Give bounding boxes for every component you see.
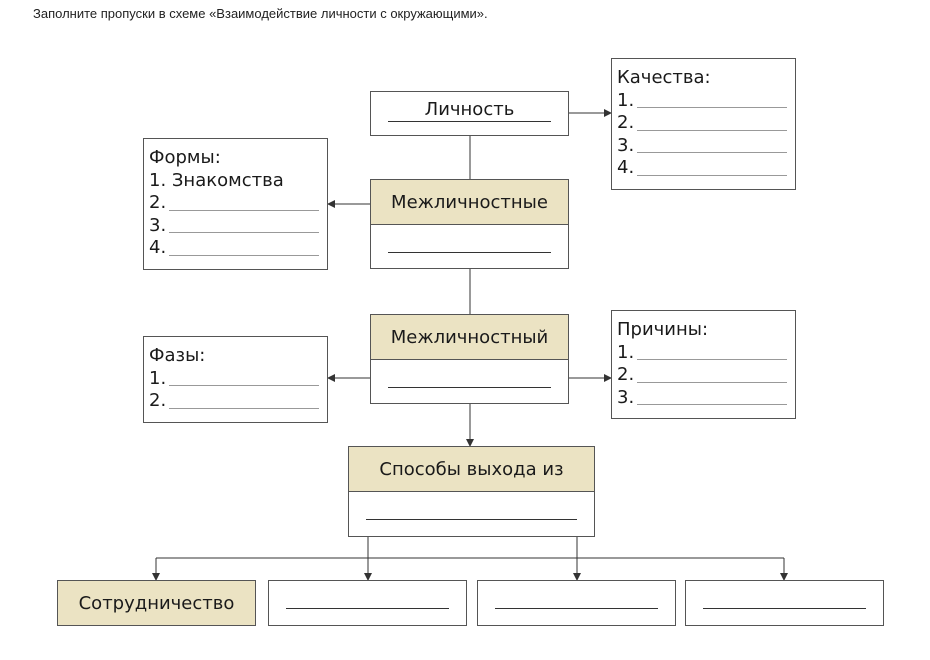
cooperation-box: Сотрудничество <box>57 580 256 626</box>
qualities-title: Качества: <box>617 67 711 88</box>
forms-first-item: 1. Знакомства <box>149 169 284 191</box>
blank-box-2 <box>268 580 467 626</box>
forms-item: 3. <box>149 215 323 238</box>
phases-item: 1. <box>149 368 323 391</box>
task-instruction: Заполните пропуски в схеме «Взаимодейств… <box>33 6 488 21</box>
forms-title: Формы: <box>149 147 221 168</box>
relations-label: Межличностные <box>371 180 568 225</box>
qualities-item: 1. <box>617 90 791 113</box>
relations-box: Межличностные <box>370 179 569 269</box>
blank-underline <box>703 608 866 609</box>
conflict-label: Межличностный <box>371 315 568 360</box>
personality-box: Личность <box>370 91 569 136</box>
causes-box: Причины: 1. 2. 3. <box>611 310 796 419</box>
ways-label: Способы выхода из <box>349 447 594 492</box>
blank-underline <box>286 608 449 609</box>
causes-item: 2. <box>617 364 791 387</box>
relations-underline <box>388 252 551 253</box>
phases-item: 2. <box>149 390 323 413</box>
phases-box: Фазы: 1. 2. <box>143 336 328 423</box>
causes-item: 3. <box>617 387 791 410</box>
personality-underline <box>388 121 551 122</box>
forms-item: 2. <box>149 192 323 215</box>
blank-box-4 <box>685 580 884 626</box>
forms-box: Формы: 1. Знакомства 2. 3. 4. <box>143 138 328 270</box>
qualities-item: 3. <box>617 135 791 158</box>
causes-item: 1. <box>617 342 791 365</box>
qualities-item: 2. <box>617 112 791 135</box>
phases-title: Фазы: <box>149 345 206 366</box>
qualities-item: 4. <box>617 157 791 180</box>
qualities-box: Качества: 1. 2. 3. 4. <box>611 58 796 190</box>
forms-item: 4. <box>149 237 323 260</box>
conflict-box: Межличностный <box>370 314 569 404</box>
blank-box-3 <box>477 580 676 626</box>
personality-label: Личность <box>424 98 515 120</box>
conflict-underline <box>388 387 551 388</box>
ways-underline <box>366 519 577 520</box>
blank-underline <box>495 608 658 609</box>
ways-box: Способы выхода из <box>348 446 595 537</box>
causes-title: Причины: <box>617 319 709 340</box>
